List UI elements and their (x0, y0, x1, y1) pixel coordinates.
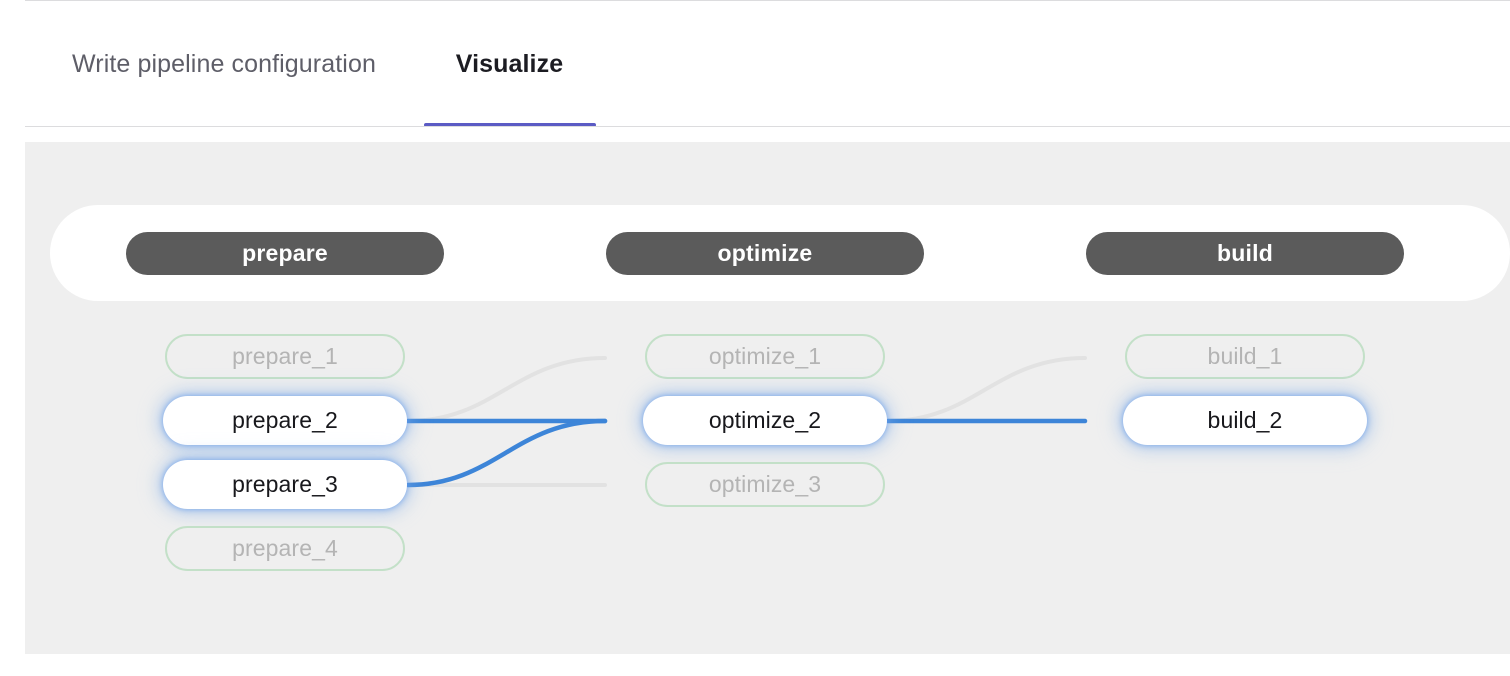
job-node-prepare_1[interactable]: prepare_1 (165, 334, 405, 379)
job-node-prepare_2[interactable]: prepare_2 (165, 398, 405, 443)
job-node-prepare_3-label: prepare_3 (232, 471, 338, 497)
tab-bar-divider (25, 126, 1510, 127)
tab-bar: Write pipeline configuration Visualize (25, 1, 1510, 127)
tab-active-indicator (424, 123, 596, 127)
tab-visualize[interactable]: Visualize (423, 1, 596, 127)
edge-optimize_2-build_1 (886, 356, 1087, 423)
job-node-build_2-label: build_2 (1207, 407, 1283, 433)
job-node-build_1-label: build_1 (1207, 343, 1283, 369)
tab-visualize-label: Visualize (455, 49, 564, 78)
stage-pill-optimize[interactable]: optimize (606, 232, 924, 275)
job-node-optimize_2-label: optimize_2 (708, 407, 822, 433)
job-node-build_1[interactable]: build_1 (1125, 334, 1365, 379)
stage-pill-prepare[interactable]: prepare (126, 232, 444, 275)
job-node-prepare_1-label: prepare_1 (232, 343, 338, 369)
job-node-optimize_1[interactable]: optimize_1 (645, 334, 885, 379)
job-node-prepare_3[interactable]: prepare_3 (165, 462, 405, 507)
stage-pill-optimize-label: optimize (717, 240, 813, 266)
job-node-prepare_4-label: prepare_4 (232, 535, 338, 561)
job-node-prepare_4[interactable]: prepare_4 (165, 526, 405, 571)
job-node-optimize_1-label: optimize_1 (708, 343, 822, 369)
tab-write-pipeline-configuration-label: Write pipeline configuration (72, 49, 376, 78)
job-node-optimize_3-label: optimize_3 (708, 471, 822, 497)
job-node-optimize_3[interactable]: optimize_3 (645, 462, 885, 507)
pipeline-graph-canvas[interactable]: prepare optimize build prepare_1 prepare… (25, 142, 1510, 654)
edge-prepare_3-optimize_2 (405, 418, 608, 488)
edge-prepare_2-optimize_1 (406, 356, 607, 423)
tab-write-pipeline-configuration[interactable]: Write pipeline configuration (25, 1, 423, 127)
job-node-optimize_2[interactable]: optimize_2 (645, 398, 885, 443)
job-node-prepare_2-label: prepare_2 (232, 407, 338, 433)
stage-pill-build[interactable]: build (1086, 232, 1404, 275)
top-divider (25, 0, 1510, 1)
job-node-build_2[interactable]: build_2 (1125, 398, 1365, 443)
stage-pill-prepare-label: prepare (242, 240, 328, 266)
stage-pill-build-label: build (1217, 240, 1273, 266)
